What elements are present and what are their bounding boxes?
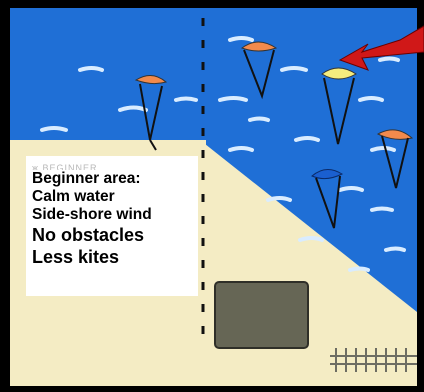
legend-line-calm-water: Calm water bbox=[32, 188, 192, 206]
obstacle-icon bbox=[215, 282, 308, 348]
legend-line-less-kites: Less kites bbox=[32, 246, 192, 268]
legend-line-side-shore-wind: Side-shore wind bbox=[32, 206, 192, 224]
beginner-area-legend: ж BEGINNER Beginner area: Calm water Sid… bbox=[26, 156, 198, 296]
legend-title: Beginner area: bbox=[32, 170, 192, 188]
legend-line-no-obstacles: No obstacles bbox=[32, 224, 192, 246]
